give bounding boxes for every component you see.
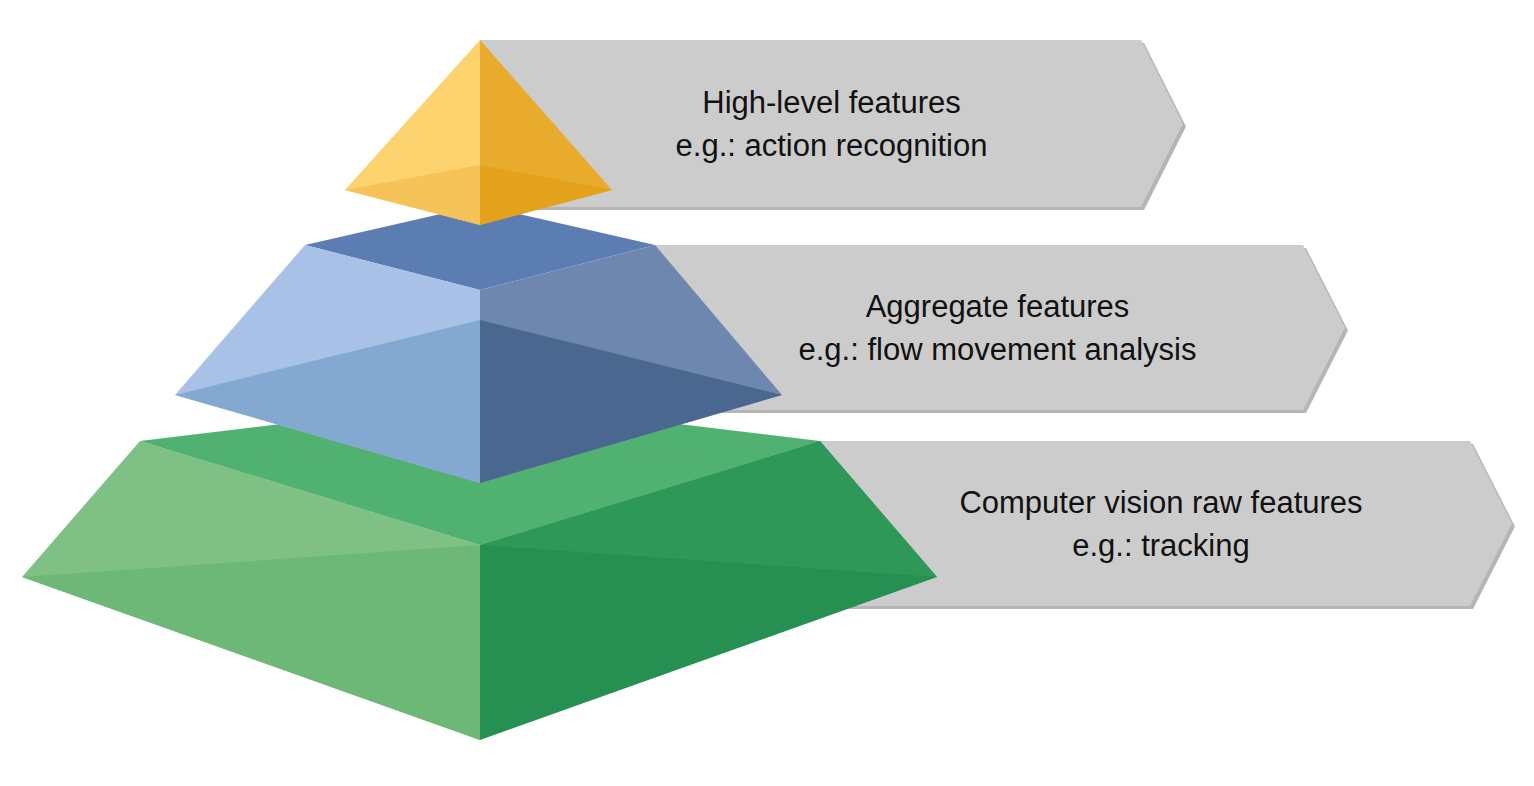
pyramid-face [480, 320, 782, 483]
layer-heading: High-level features [702, 81, 960, 124]
pyramid-face [345, 165, 480, 225]
layer-heading: Aggregate features [866, 285, 1130, 328]
pyramid-face [345, 40, 480, 225]
band-fill [650, 245, 1345, 410]
layer-example: e.g.: flow movement analysis [798, 328, 1196, 371]
band-fill [480, 40, 1183, 207]
band-fill [810, 441, 1512, 606]
band-shape [810, 441, 1518, 612]
layer-heading: Computer vision raw features [959, 481, 1362, 524]
layer-example: e.g.: action recognition [676, 124, 988, 167]
pyramid-face [175, 320, 480, 483]
pyramid-face [480, 165, 612, 225]
pyramid-face [22, 545, 480, 740]
layer-example: e.g.: tracking [1072, 524, 1249, 567]
pyramid-face [175, 245, 480, 483]
